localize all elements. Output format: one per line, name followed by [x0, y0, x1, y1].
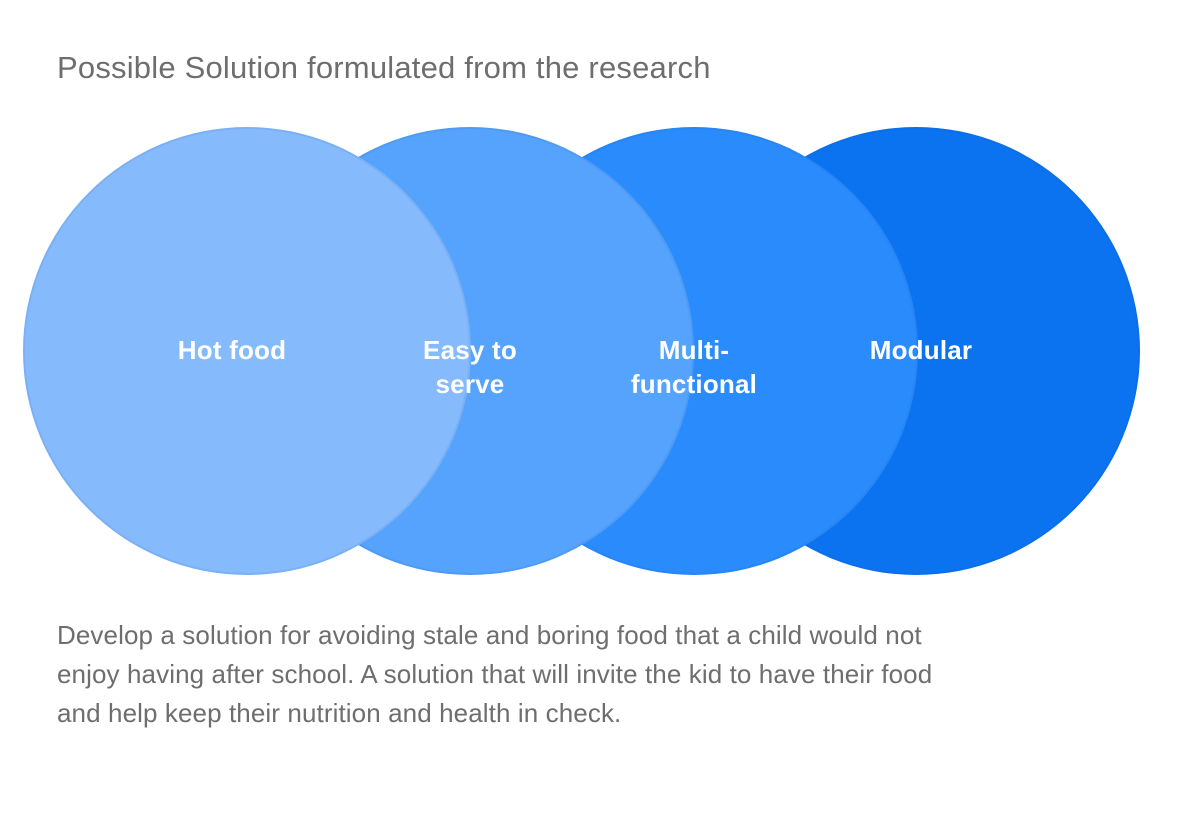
circle-label-hot-food: Hot food — [177, 335, 287, 365]
circle-label-modular: Modular — [869, 335, 973, 365]
page-title: Possible Solution formulated from the re… — [57, 50, 711, 85]
circle-label-easy-to-serve: Easy to serve — [423, 335, 517, 399]
circle-label-multi-functional: Multi- functional — [630, 335, 758, 399]
description-text: Develop a solution for avoiding stale an… — [57, 620, 933, 728]
solution-circles-diagram: Hot food Easy to serve Multi- functional… — [23, 127, 1140, 575]
circle-hot-food — [23, 127, 471, 575]
